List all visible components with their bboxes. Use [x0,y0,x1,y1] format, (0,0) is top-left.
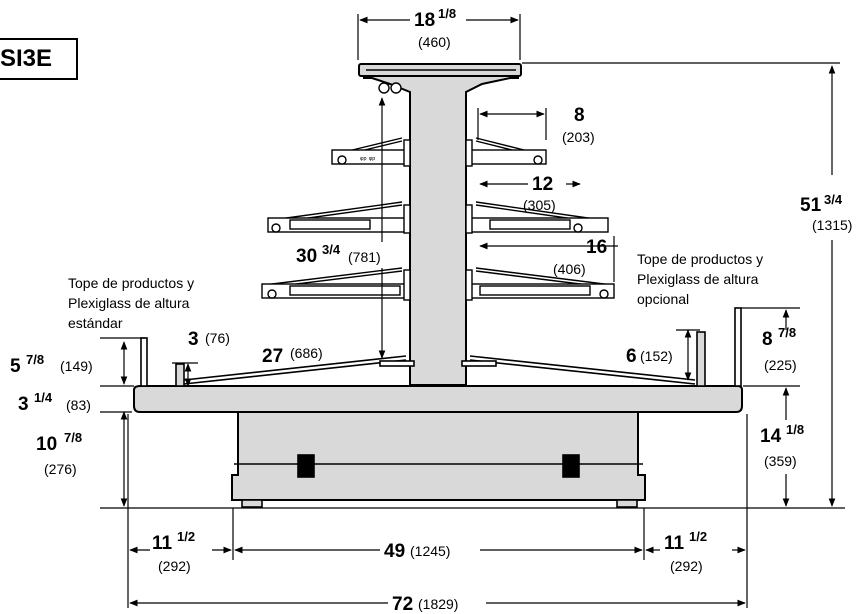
base-cabinet [231,411,646,501]
dim-base-right: 14 [760,426,782,447]
note-left-2: Plexiglass de altura [68,295,190,311]
dim-column-height: 30 [296,246,317,267]
svg-text:(149): (149) [60,358,93,374]
svg-text:(225): (225) [764,357,797,373]
svg-text:(76): (76) [205,330,230,346]
foot-left [241,499,263,508]
notes: Tope de productos y Plexiglass de altura… [68,251,763,331]
svg-text:(460): (460) [418,34,451,50]
base-grip-left [297,454,315,478]
base-grip-right [562,454,580,478]
dim-top-width: 18 [414,10,435,31]
svg-text:(152): (152) [640,348,673,364]
foot-right [616,499,638,508]
svg-text:(1315): (1315) [812,217,852,233]
dim-base-left: 10 [36,434,57,455]
svg-text:(83): (83) [66,397,91,413]
note-left-1: Tope de productos y [68,275,194,291]
shelves: ᵠᵖ ᵠᵖ [261,82,615,301]
svg-text:(359): (359) [764,453,797,469]
dim-shelf-1: 8 [574,105,585,126]
svg-text:(292): (292) [158,558,191,574]
note-right-2: Plexiglass de altura [637,271,759,287]
dim-left-plexi: 5 [10,356,21,377]
svg-text:(1245): (1245) [410,543,450,559]
svg-text:(406): (406) [553,261,586,277]
svg-text:(203): (203) [562,129,595,145]
dim-right-lip: 6 [626,346,637,367]
dim-deck-thickness: 3 [18,394,29,415]
svg-text:1/2: 1/2 [689,529,707,544]
dim-total-width: 72 [392,594,413,614]
svg-text:(292): (292) [670,558,703,574]
note-left-3: estándar [68,315,123,331]
dim-base-width: 49 [384,541,405,562]
svg-text:1/8: 1/8 [786,422,804,437]
svg-text:3/4: 3/4 [824,192,843,207]
model-label: SI3E [0,38,78,80]
svg-text:3/4: 3/4 [322,242,341,257]
svg-text:ᵠᵖ ᵠᵖ: ᵠᵖ ᵠᵖ [360,155,375,164]
dimension-lines [100,14,845,608]
dim-deck-depth: 27 [262,346,283,367]
svg-text:1/2: 1/2 [177,529,195,544]
dim-shelf-3: 16 [586,237,607,258]
svg-text:(276): (276) [44,461,77,477]
plexi-right [734,307,742,387]
svg-text:(305): (305) [523,197,556,213]
dim-overhang-right: 11 [664,533,685,554]
svg-text:(781): (781) [348,249,381,265]
svg-text:7/8: 7/8 [778,325,796,340]
dim-total-height: 51 [800,195,822,216]
note-right-3: opcional [637,291,689,307]
svg-text:1/8: 1/8 [438,6,456,21]
svg-text:(1829): (1829) [418,596,458,612]
dimension-labels: 18 1/8 (460) 51 3/4 (1315) 8 (203) 12 (3… [10,6,852,614]
note-right-1: Tope de productos y [637,251,763,267]
dim-right-plexi: 8 [762,329,773,350]
plexi-left [140,337,148,387]
dim-left-lip: 3 [188,329,199,350]
svg-text:7/8: 7/8 [26,352,44,367]
svg-text:1/4: 1/4 [34,390,53,405]
svg-text:7/8: 7/8 [64,430,82,445]
dim-shelf-2: 12 [532,174,553,195]
svg-text:(686): (686) [290,345,323,361]
deck [133,385,743,413]
dim-overhang-left: 11 [152,533,173,554]
